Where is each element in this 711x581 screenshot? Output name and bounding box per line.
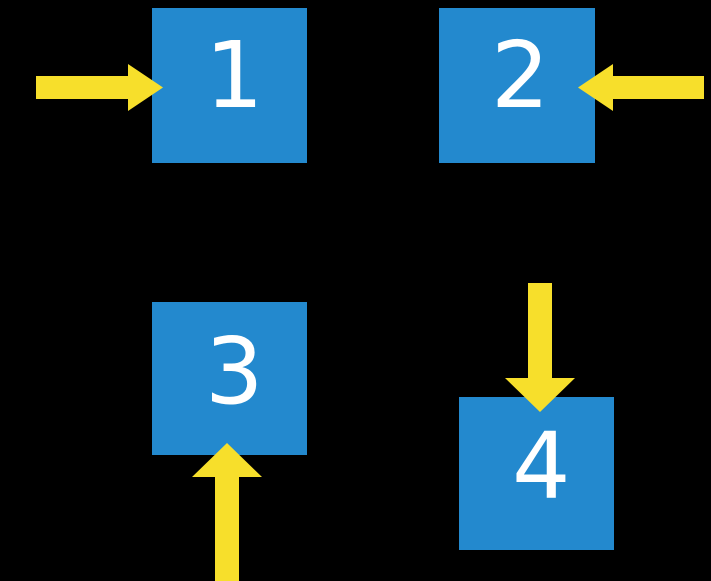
node-label-4: 4: [512, 413, 571, 520]
arrow-down-icon: [505, 283, 575, 412]
arrow-up-into-node-3: [192, 443, 262, 581]
arrow-left-icon: [578, 64, 704, 111]
arrow-right-into-node-1: [36, 64, 163, 111]
node-label-1: 1: [205, 22, 264, 129]
node-label-2: 2: [491, 22, 550, 129]
node-label-3: 3: [205, 318, 264, 425]
arrow-right-icon: [36, 64, 163, 111]
arrow-down-into-node-4: [505, 283, 575, 412]
arrow-left-into-node-2: [578, 64, 704, 111]
node-box-1[interactable]: [152, 8, 307, 163]
node-box-3[interactable]: [152, 302, 307, 455]
arrow-up-icon: [192, 443, 262, 581]
node-box-4[interactable]: [459, 397, 614, 550]
node-box-2[interactable]: [439, 8, 595, 163]
